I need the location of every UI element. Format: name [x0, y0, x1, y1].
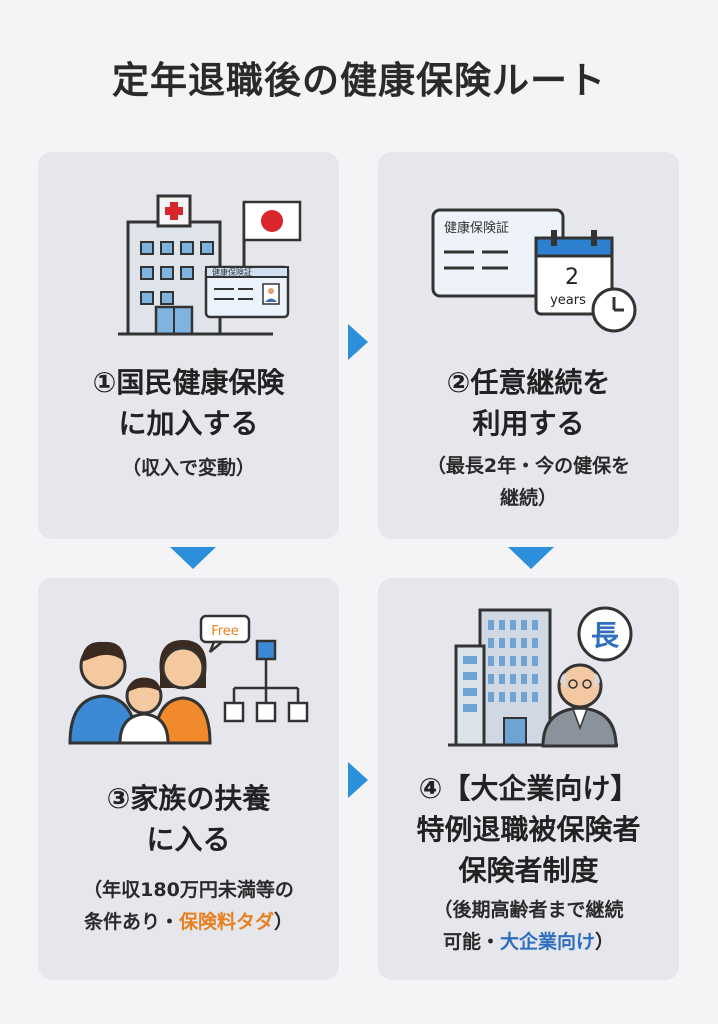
option-4-note: （後期高齢者まで継続 可能・大企業向け）	[433, 899, 624, 953]
option-card-voluntary-continuation: 健康保険証 2 years ②任意継続を 利用する （最長2年・今の健保を 継続…	[378, 152, 679, 539]
arrow-down-icon	[170, 547, 216, 569]
arrow-right-icon	[348, 762, 368, 798]
calendar-number: 2	[565, 265, 579, 290]
page-title: 定年退職後の健康保険ルート	[112, 59, 606, 102]
option-2-heading: ②任意継続を 利用する	[446, 366, 611, 440]
option-card-national-health-insurance: 健康保険証 ①国民健康保険 に加入する （収入で変動）	[38, 152, 339, 539]
free-premium-highlight: 保険料タダ	[178, 911, 274, 933]
option-1-heading: ①国民健康保険 に加入する	[92, 366, 285, 440]
insurance-card-calendar-illustration: 健康保険証 2 years	[431, 208, 637, 333]
option-1-note: （収入で変動）	[121, 457, 255, 479]
free-bubble-text: Free	[211, 624, 239, 639]
insurance-card-label: 健康保険証	[444, 220, 509, 236]
arrow-right-icon	[348, 324, 368, 360]
family-illustration: Free	[68, 614, 309, 745]
calendar-unit: years	[550, 293, 586, 308]
option-4-heading: ④【大企業向け】 特例退職被保険者 保険者制度	[416, 772, 641, 887]
option-3-note: （年収180万円未満等の 条件あり・保険料タダ）	[83, 879, 294, 933]
option-card-family-dependent: Free ③家族の扶養 に入る （年収180万円未満等の 条件あり・保険料タダ）	[38, 578, 339, 980]
arrow-down-icon	[508, 547, 554, 569]
option-card-special-retiree-insured: 長 ④【大企業向け】 特例退職被保険者 保険者制度 （後期高齢者まで継続 可能・…	[378, 578, 679, 980]
insurance-card-label: 健康保険証	[212, 267, 252, 277]
elder-badge-text: 長	[591, 619, 620, 652]
office-building-illustration: 長	[448, 606, 633, 748]
option-3-heading: ③家族の扶養 に入る	[106, 782, 271, 856]
option-2-note: （最長2年・今の健保を 継続）	[426, 455, 631, 509]
large-company-highlight: 大企業向け	[499, 931, 595, 953]
hospital-illustration: 健康保険証	[118, 194, 302, 336]
